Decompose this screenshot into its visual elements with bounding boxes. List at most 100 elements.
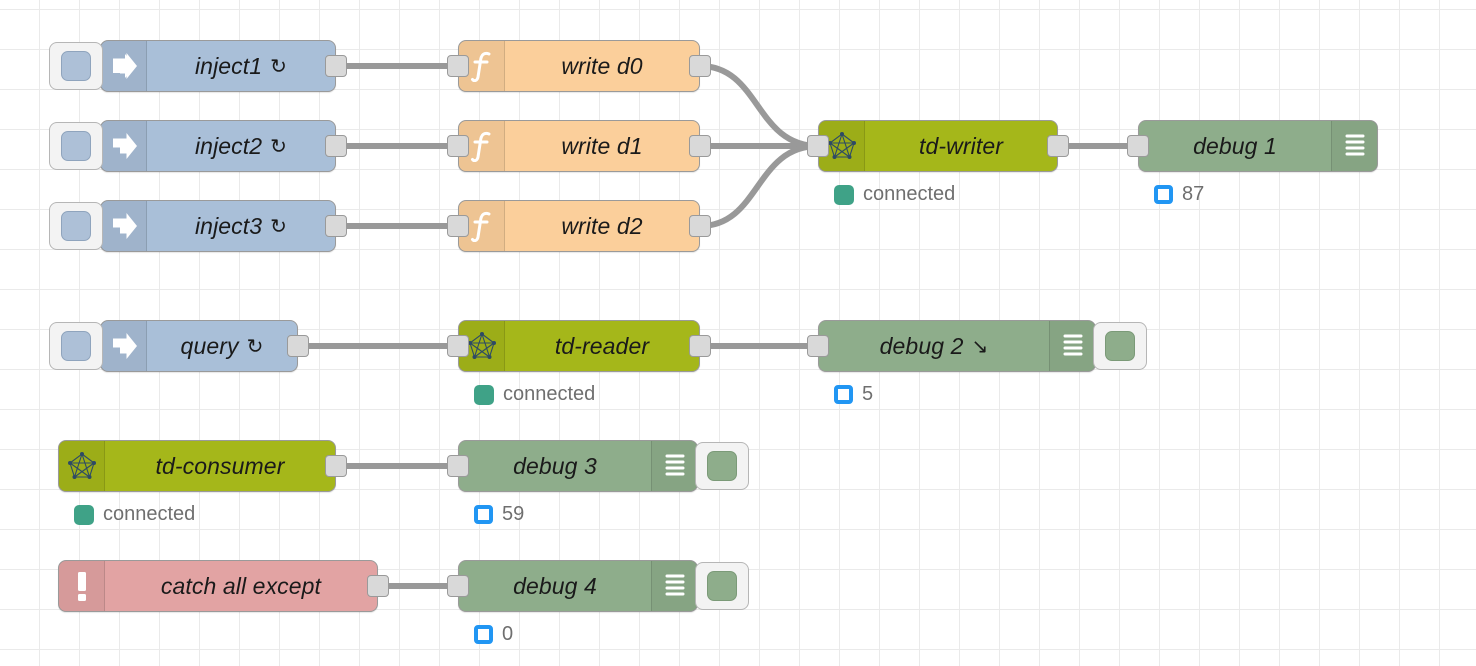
status-dot-icon: [834, 184, 854, 205]
catchall-output-port[interactable]: [367, 575, 389, 597]
node-tdconsumer[interactable]: td-consumer: [58, 440, 347, 492]
query-text: query: [180, 332, 239, 359]
status-count-icon: [474, 625, 493, 644]
debug1-text: debug 1: [1193, 132, 1277, 159]
node-tdreader-label: td-reader: [554, 332, 650, 359]
debug-knob: [707, 451, 737, 481]
node-writed0-label: write d0: [561, 52, 643, 79]
debug4-toggle-button[interactable]: [695, 562, 749, 610]
tdengine-graph-icon: [819, 121, 865, 171]
debug3-count-text: 59: [502, 503, 525, 525]
tdwriter-output-port[interactable]: [1047, 135, 1069, 157]
debug3-input-port[interactable]: [447, 455, 469, 477]
debug1-input-port[interactable]: [1127, 135, 1149, 157]
node-writed2-label: write d2: [561, 212, 643, 239]
node-debug3[interactable]: debug 3: [447, 440, 749, 492]
status-count-icon: [834, 385, 853, 404]
exclamation-icon: [59, 561, 105, 611]
debug2-text: debug 2: [879, 332, 964, 359]
debug1-status: 87: [1154, 183, 1204, 206]
writed0-input-port[interactable]: [447, 55, 469, 77]
tdconsumer-status: connected: [74, 503, 195, 526]
inject2-text: inject2: [194, 132, 263, 159]
tdreader-input-port[interactable]: [447, 335, 469, 357]
tdconsumer-output-port[interactable]: [325, 455, 347, 477]
inject2-repeat-icon: ↻: [270, 135, 288, 158]
query-trigger-button[interactable]: [49, 322, 103, 370]
node-catchall[interactable]: catch all except: [58, 560, 389, 612]
writed1-output-port[interactable]: [689, 135, 711, 157]
node-writed2[interactable]: write d2: [447, 200, 711, 252]
writed2-output-port[interactable]: [689, 215, 711, 237]
node-tdwriter[interactable]: td-writer: [807, 120, 1069, 172]
debug3-toggle-button[interactable]: [695, 442, 749, 490]
node-debug1-label: debug 1: [1139, 121, 1331, 171]
debug1-count-text: 87: [1182, 183, 1205, 205]
inject-arrow-icon: [101, 321, 147, 371]
node-tdreader[interactable]: td-reader: [447, 320, 711, 372]
inject3-trigger-button[interactable]: [49, 202, 103, 250]
debug4-count-text: 0: [502, 623, 514, 645]
debug-lines-icon: [1331, 121, 1377, 171]
inject-arrow-icon: [101, 121, 147, 171]
tdreader-status: connected: [474, 383, 595, 406]
tdwriter-input-port[interactable]: [807, 135, 829, 157]
node-debug3-label: debug 3: [459, 441, 651, 491]
inject3-text: inject3: [194, 212, 263, 239]
tdengine-graph-icon: [59, 441, 105, 491]
node-query[interactable]: query ↻: [49, 320, 309, 372]
inject3-repeat-icon: ↻: [270, 215, 288, 238]
debug3-text: debug 3: [513, 452, 597, 479]
node-debug4[interactable]: debug 4: [447, 560, 749, 612]
debug2-input-port[interactable]: [807, 335, 829, 357]
node-inject3-label: inject3 ↻: [147, 201, 335, 251]
inject3-output-port[interactable]: [325, 215, 347, 237]
node-writed0[interactable]: write d0: [447, 40, 711, 92]
inject-arrow-icon: [101, 201, 147, 251]
node-tdwriter-label: td-writer: [919, 132, 1003, 159]
debug-lines-icon: [651, 561, 697, 611]
writed1-input-port[interactable]: [447, 135, 469, 157]
node-debug2[interactable]: debug 2 ↘: [807, 320, 1147, 372]
debug2-target-arrow-icon: ↘: [971, 335, 989, 358]
debug-knob: [707, 571, 737, 601]
tdreader-status-text: connected: [503, 383, 596, 405]
debug2-count-text: 5: [862, 383, 874, 405]
debug2-status: 5: [834, 383, 873, 406]
debug4-status: 0: [474, 623, 513, 646]
wire-writed2-tdwriter: [697, 143, 821, 229]
inject2-output-port[interactable]: [325, 135, 347, 157]
node-inject1[interactable]: inject1 ↻: [49, 40, 347, 92]
tdreader-output-port[interactable]: [689, 335, 711, 357]
inject1-output-port[interactable]: [325, 55, 347, 77]
tdwriter-status-text: connected: [863, 183, 956, 205]
node-inject2[interactable]: inject2 ↻: [49, 120, 347, 172]
inject1-repeat-icon: ↻: [270, 55, 288, 78]
query-repeat-icon: ↻: [246, 335, 264, 358]
node-query-label: query ↻: [147, 321, 297, 371]
tdwriter-status: connected: [834, 183, 955, 206]
writed0-output-port[interactable]: [689, 55, 711, 77]
node-catchall-label: catch all except: [160, 572, 322, 599]
node-writed1[interactable]: write d1: [447, 120, 711, 172]
node-writed1-label: write d1: [561, 132, 643, 159]
debug3-status: 59: [474, 503, 524, 526]
debug4-text: debug 4: [513, 572, 597, 599]
inject-knob: [61, 51, 91, 81]
debug-knob: [1105, 331, 1135, 361]
node-debug1[interactable]: debug 1: [1127, 120, 1378, 172]
inject2-trigger-button[interactable]: [49, 122, 103, 170]
wire-writed0-tdwriter: [697, 63, 821, 149]
node-inject3[interactable]: inject3 ↻: [49, 200, 347, 252]
query-output-port[interactable]: [287, 335, 309, 357]
status-count-icon: [1154, 185, 1173, 204]
writed2-input-port[interactable]: [447, 215, 469, 237]
debug2-toggle-button[interactable]: [1093, 322, 1147, 370]
tdconsumer-status-text: connected: [103, 503, 196, 525]
debug4-input-port[interactable]: [447, 575, 469, 597]
inject-knob: [61, 131, 91, 161]
status-dot-icon: [474, 384, 494, 405]
node-debug4-label: debug 4: [459, 561, 651, 611]
inject1-trigger-button[interactable]: [49, 42, 103, 90]
